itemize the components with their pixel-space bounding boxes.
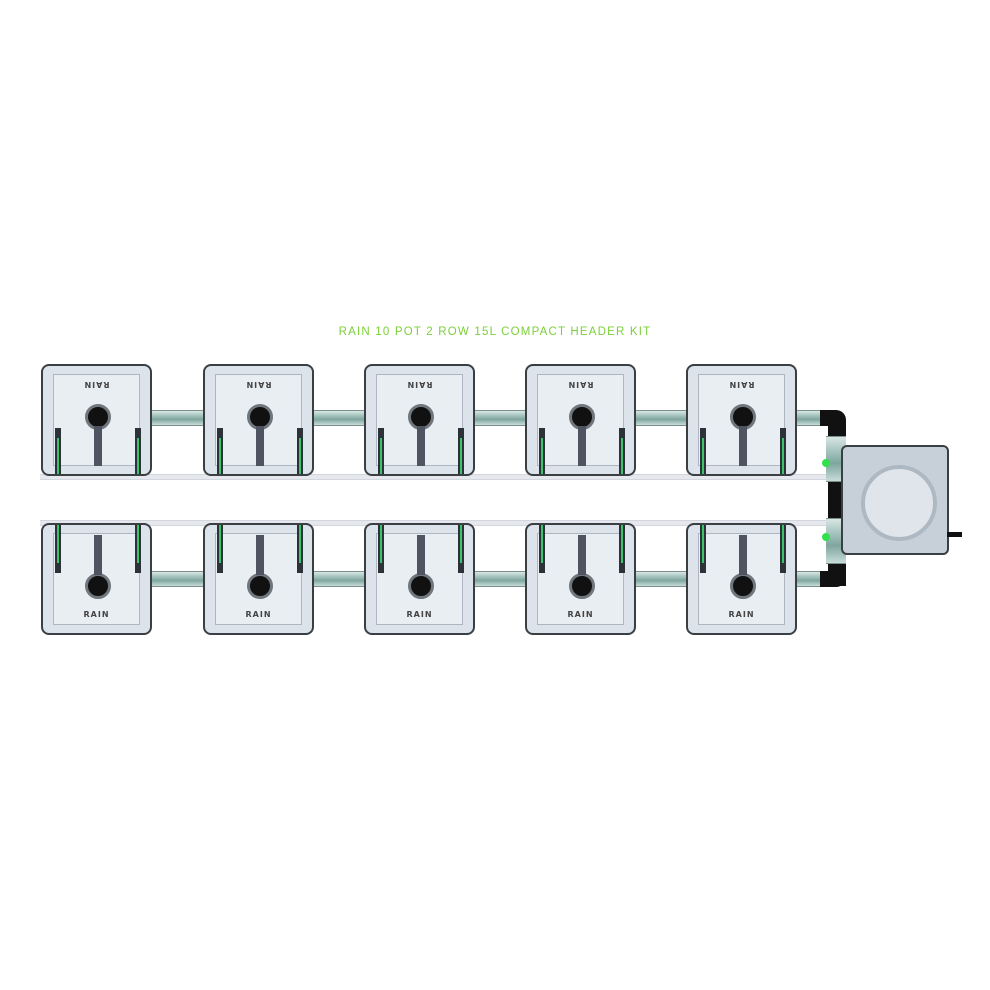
drain-hole-icon [730,573,756,599]
pot-top-5[interactable]: RAIN [686,364,797,476]
drain-hole-icon [569,573,595,599]
pot-top-1[interactable]: RAIN [41,364,152,476]
pot-label: RAIN [406,610,433,619]
drain-hole-icon [408,573,434,599]
pot-label: RAIN [567,380,594,389]
pot-bottom-2[interactable]: RAIN [203,523,314,635]
top-connector-icon [822,459,830,467]
pot-label: RAIN [728,380,755,389]
pot-label: RAIN [567,610,594,619]
bottom-elbow [820,571,846,587]
kit-title: RAIN 10 POT 2 ROW 15L COMPACT HEADER KIT [338,326,652,338]
pot-label: RAIN [245,610,272,619]
pot-label: RAIN [83,610,110,619]
pot-top-2[interactable]: RAIN [203,364,314,476]
reservoir-icon [861,465,937,541]
drain-hole-icon [85,404,111,430]
pot-top-3[interactable]: RAIN [364,364,475,476]
pot-label: RAIN [245,380,272,389]
pot-label: RAIN [83,380,110,389]
drain-hole-icon [85,573,111,599]
pot-top-4[interactable]: RAIN [525,364,636,476]
pot-label: RAIN [728,610,755,619]
pot-bottom-1[interactable]: RAIN [41,523,152,635]
header-tank [841,445,949,555]
pot-bottom-3[interactable]: RAIN [364,523,475,635]
bottom-connector-icon [822,533,830,541]
pot-label: RAIN [406,380,433,389]
drain-hole-icon [730,404,756,430]
top-feed-pipe [150,410,822,426]
bottom-feed-pipe [150,571,822,587]
hub-outlet [947,532,962,537]
drain-hole-icon [247,573,273,599]
pot-bottom-5[interactable]: RAIN [686,523,797,635]
pot-bottom-4[interactable]: RAIN [525,523,636,635]
